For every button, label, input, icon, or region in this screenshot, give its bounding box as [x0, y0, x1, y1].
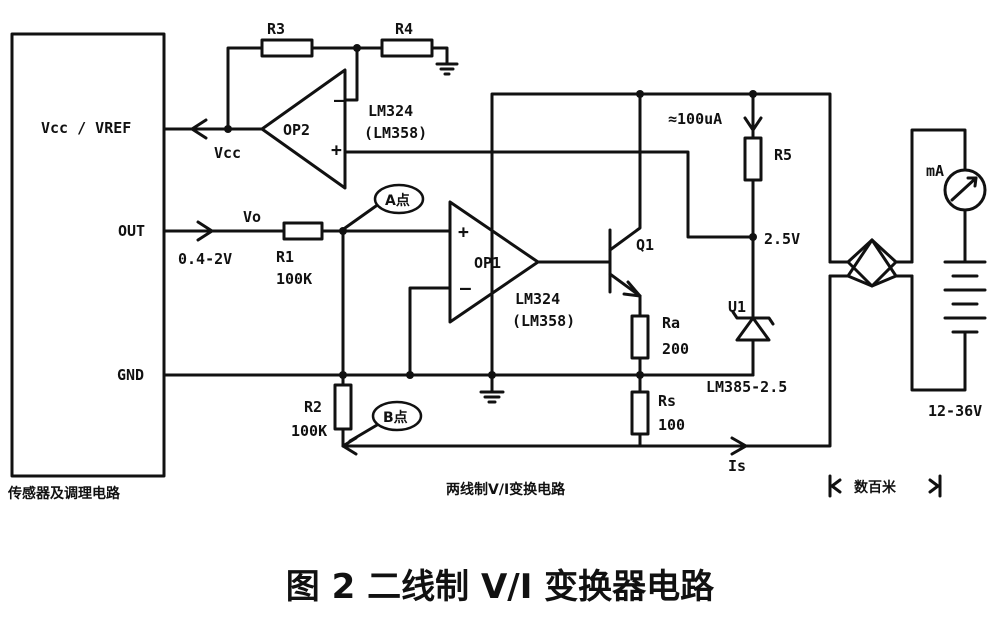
op2-part-alt: (LM358)	[364, 124, 427, 142]
is-label: Is	[728, 457, 746, 475]
op1-part-alt: (LM358)	[512, 312, 575, 330]
u1-diode	[735, 316, 771, 342]
converter-block-label: 两线制V/I变换电路	[446, 481, 566, 498]
ra-resistor	[630, 314, 650, 360]
rs-value: 100	[658, 416, 685, 434]
r5-label: R5	[774, 146, 792, 164]
rs-label: Rs	[658, 392, 676, 410]
point-a-label: A点	[385, 192, 410, 209]
input-range: 0.4-2V	[178, 250, 232, 268]
ma-label: mA	[926, 162, 944, 180]
r4-label: R4	[395, 20, 413, 38]
figure-caption: 图 2 二线制 V/I 变换器电路	[286, 567, 715, 607]
ra-label: Ra	[662, 314, 680, 332]
u1-label: U1	[728, 298, 746, 316]
q1-label: Q1	[636, 236, 654, 254]
r2-value: 100K	[291, 422, 327, 440]
r5-resistor	[743, 136, 763, 182]
vcc-label: Vcc	[214, 144, 241, 162]
v25-label: 2.5V	[764, 230, 800, 248]
r1-resistor	[282, 221, 324, 241]
op1-symbol	[448, 200, 540, 324]
svg-text:+: +	[331, 140, 342, 161]
op2-part: LM324	[368, 102, 413, 120]
op1-label: OP1	[474, 254, 501, 272]
sensor-block	[10, 32, 166, 478]
supply-label: 12-36V	[928, 402, 982, 420]
r1-value: 100K	[276, 270, 312, 288]
ra-value: 200	[662, 340, 689, 358]
r2-label: R2	[304, 398, 322, 416]
vcc-vref-label: Vcc / VREF	[41, 119, 131, 137]
r3-resistor	[260, 38, 314, 58]
op2-label: OP2	[283, 121, 310, 139]
gnd-label: GND	[117, 366, 144, 384]
rs-resistor	[630, 390, 650, 436]
r1-label: R1	[276, 248, 294, 266]
r4-resistor	[380, 38, 434, 58]
u1-part: LM385-2.5	[706, 378, 787, 396]
out-label: OUT	[118, 222, 145, 240]
distance-label: 数百米	[854, 479, 897, 496]
op2-symbol	[260, 68, 347, 190]
r2-resistor	[333, 383, 353, 431]
current-100ua: ≈100uA	[668, 110, 722, 128]
svg-text:–: –	[460, 278, 471, 299]
r3-label: R3	[267, 20, 285, 38]
op1-part: LM324	[515, 290, 560, 308]
sensor-block-label: 传感器及调理电路	[7, 485, 121, 502]
vo-label: Vo	[243, 208, 261, 226]
point-b-label: B点	[383, 409, 408, 426]
svg-text:+: +	[458, 222, 469, 243]
svg-text:–: –	[334, 90, 345, 111]
